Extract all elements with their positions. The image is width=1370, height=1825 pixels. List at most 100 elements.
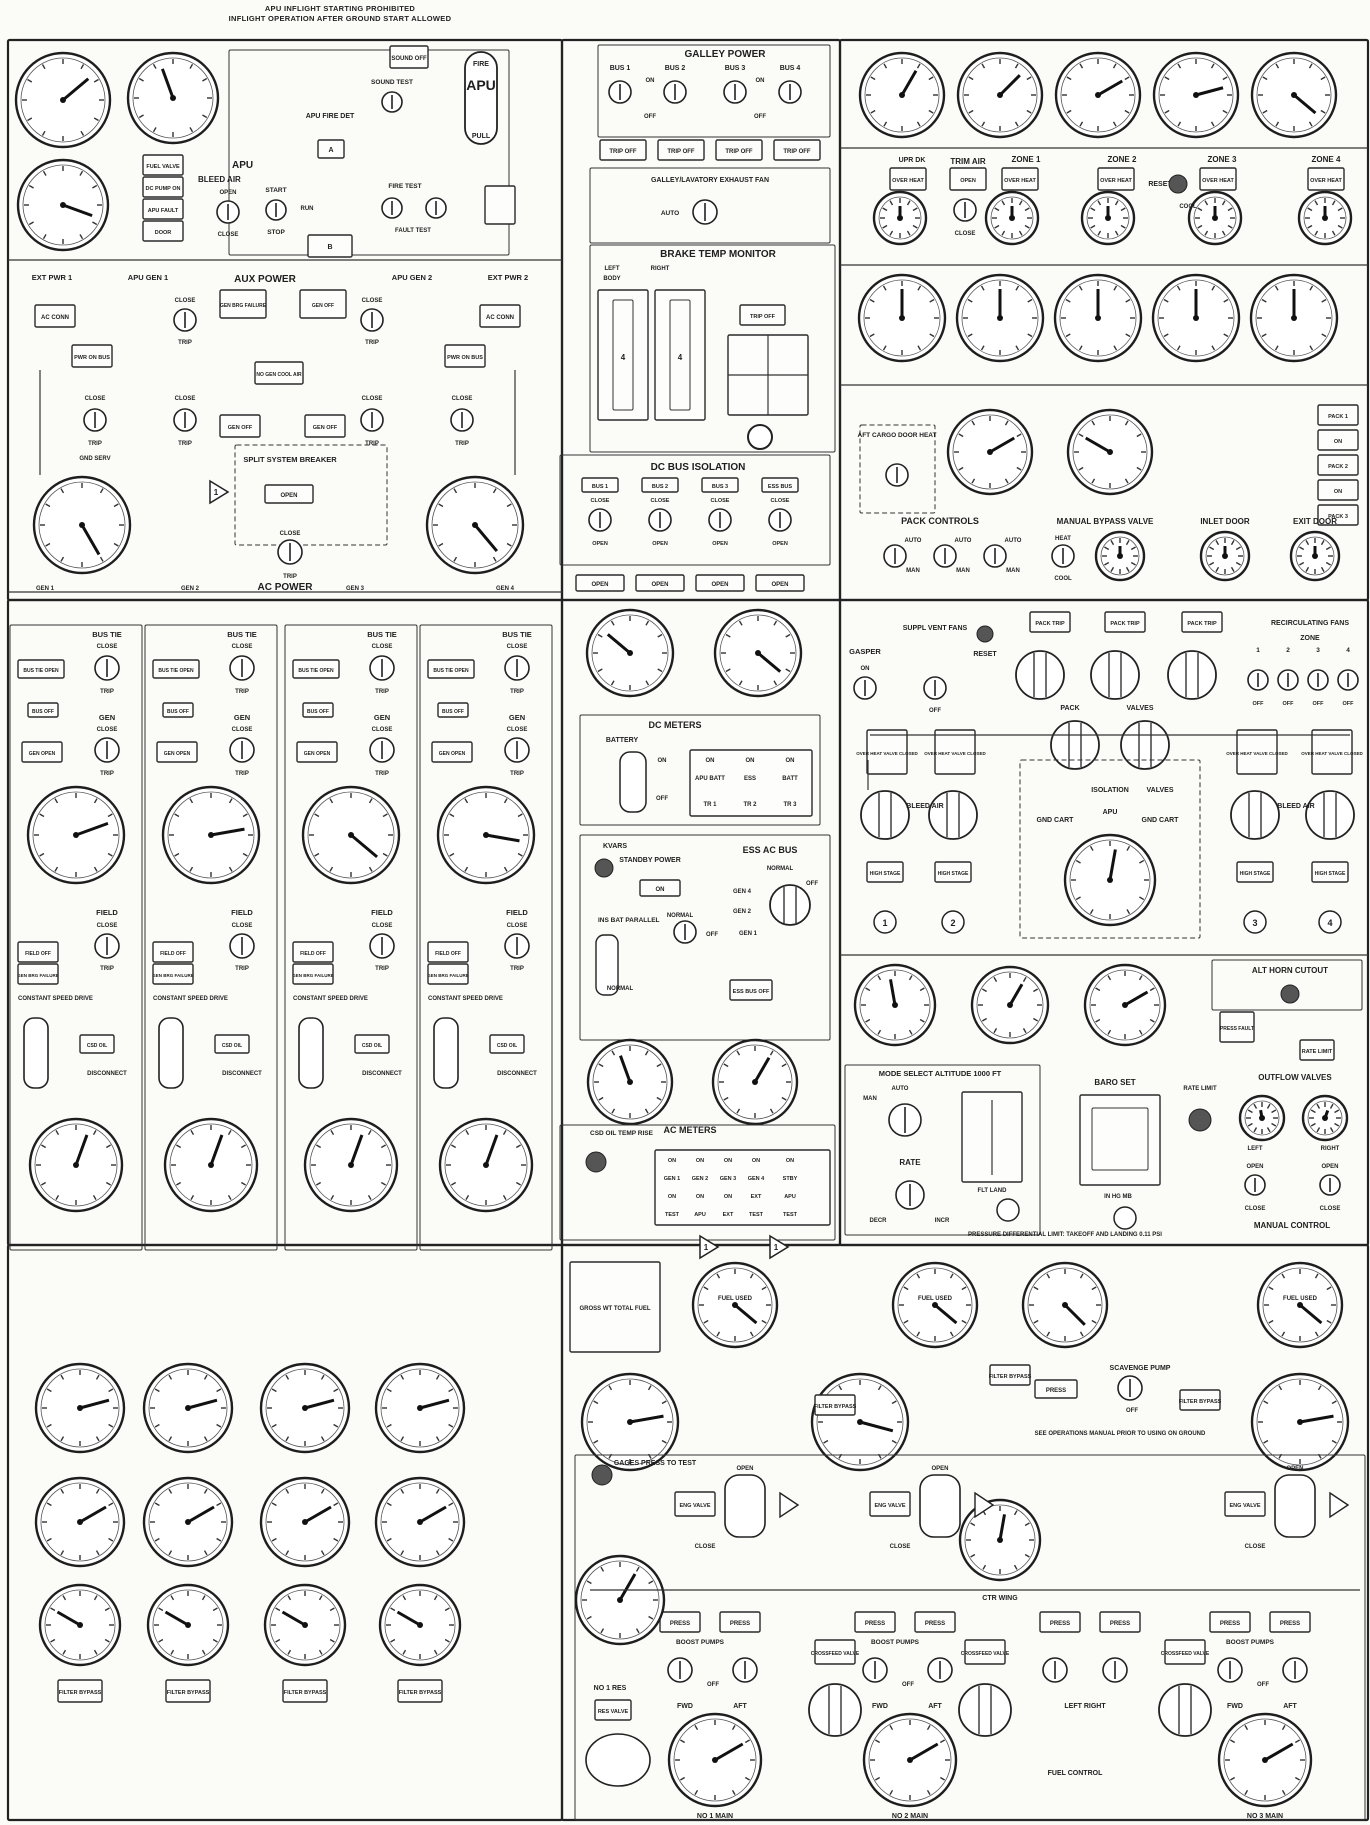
galley-trip-off-light-4[interactable] [773, 139, 821, 161]
apu-gen-2-open-light[interactable] [304, 414, 346, 438]
engine-3-bleed-valve[interactable] [1230, 790, 1280, 840]
engine-1-bleed-valve[interactable] [860, 790, 910, 840]
gen-4-gen-open-light[interactable] [431, 741, 473, 763]
trim-air-open-light[interactable] [949, 167, 987, 191]
gen-1-bus-tie-open-light[interactable] [17, 659, 65, 679]
scavenge-press-light[interactable] [1034, 1379, 1078, 1399]
eng-3-boost-press-aft[interactable] [1269, 1611, 1311, 1633]
crossfeed-1-valve-switch[interactable] [808, 1683, 862, 1737]
engine-4-bleed-overheat-light[interactable] [1311, 729, 1353, 775]
fuel-valve-light[interactable] [142, 154, 184, 176]
zone-reset-button[interactable] [1168, 174, 1188, 194]
ess-bus-off-light[interactable] [729, 979, 773, 1001]
pack-valve-2[interactable] [1090, 650, 1140, 700]
engine-2-bleed-valve[interactable] [928, 790, 978, 840]
gen-4-csd-disconnect-guard[interactable] [433, 1017, 459, 1089]
eng-2-filter-bypass-light[interactable] [165, 1679, 211, 1703]
eng-3-eng-valve-light[interactable] [1224, 1491, 1266, 1517]
standby-power-on-light[interactable] [639, 879, 681, 897]
galley-trip-off-light-3[interactable] [715, 139, 763, 161]
pack-status-light-0[interactable] [1317, 404, 1359, 426]
gen-2-csd-oil-light[interactable] [214, 1034, 250, 1054]
eng-1-boost-press-aft[interactable] [719, 1611, 761, 1633]
flt-land-knob[interactable] [996, 1198, 1020, 1222]
split-breaker-open-light[interactable] [264, 484, 314, 504]
press-fault-light[interactable] [1219, 1011, 1255, 1043]
gen-3-bus-off-light[interactable] [302, 702, 334, 718]
fuel-filter-bypass-1[interactable] [814, 1394, 856, 1416]
eng-2-boost-press-aft[interactable] [914, 1611, 956, 1633]
pack-status-light-2[interactable] [1317, 454, 1359, 476]
apu-gen-1-brg-failure-light[interactable] [219, 289, 267, 319]
eng-4-filter-bypass-light[interactable] [397, 1679, 443, 1703]
crossfeed-1-valve-light[interactable] [814, 1639, 856, 1665]
gen-1-bus-off-light[interactable] [27, 702, 59, 718]
res-valve-switch[interactable] [585, 1733, 651, 1787]
baro-set-knob[interactable] [1113, 1206, 1137, 1230]
zone-overheat-light-1[interactable] [1001, 167, 1039, 191]
engine-2-high-stage-light[interactable] [934, 861, 972, 883]
pack-trip-light-2[interactable] [1104, 611, 1146, 633]
no-gen-cool-air-light[interactable] [254, 361, 304, 385]
apu-gen-2-field-off-light[interactable] [299, 289, 347, 319]
pack-status-light-1[interactable] [1317, 429, 1359, 451]
res-valve-light[interactable] [594, 1699, 632, 1721]
apu-fire-handle[interactable] [464, 51, 498, 145]
gen-3-bus-tie-open-light[interactable] [292, 659, 340, 679]
ext-2-pwr-on-bus-light[interactable] [444, 344, 486, 368]
zone-overheat-light-4[interactable] [1307, 167, 1345, 191]
dc-bus2-tab[interactable] [641, 477, 679, 493]
eng-1-boost-press-fwd[interactable] [659, 1611, 701, 1633]
dc-bus2-open-light[interactable] [635, 574, 685, 592]
isolation-valve-2[interactable] [1120, 720, 1170, 770]
zone-overheat-light-0[interactable] [889, 167, 927, 191]
brake-overheat-light[interactable] [739, 304, 786, 326]
gen-4-field-off-light[interactable] [427, 941, 469, 963]
pack-valve-3[interactable] [1167, 650, 1217, 700]
fire-det-a-light[interactable] [317, 139, 345, 159]
sound-off-light[interactable] [389, 45, 429, 69]
gen-4-brg-failure-light[interactable] [427, 963, 469, 985]
ins-bat-parallel-guard[interactable] [595, 934, 619, 996]
gen-3-gen-open-light[interactable] [296, 741, 338, 763]
dc-bus1-open-light[interactable] [575, 574, 625, 592]
pack-status-light-4[interactable] [1317, 504, 1359, 526]
crossfeed-3-valve-switch[interactable] [1158, 1683, 1212, 1737]
ext-1-pwr-on-bus-light[interactable] [71, 344, 113, 368]
eng-2-boost-press-fwd[interactable] [854, 1611, 896, 1633]
gen-1-field-off-light[interactable] [17, 941, 59, 963]
eng-1-eng-valve-guard[interactable] [724, 1474, 766, 1538]
gen-1-gen-open-light[interactable] [21, 741, 63, 763]
engine-2-bleed-overheat-light[interactable] [934, 729, 976, 775]
battery-switch-guard[interactable] [619, 751, 647, 813]
ext-pwr-1-ac-conn-light[interactable] [34, 304, 76, 328]
ac-meter-selector-grid[interactable] [654, 1149, 831, 1226]
gen-1-csd-disconnect-guard[interactable] [23, 1017, 49, 1089]
rate-limit-light[interactable] [1299, 1039, 1335, 1061]
crossfeed-2-valve-switch[interactable] [958, 1683, 1012, 1737]
dc-ess_bus-open-light[interactable] [755, 574, 805, 592]
dc-bus1-tab[interactable] [581, 477, 619, 493]
eng-2-eng-valve-guard[interactable] [919, 1474, 961, 1538]
gen-2-bus-tie-open-light[interactable] [152, 659, 200, 679]
gen-2-gen-open-light[interactable] [156, 741, 198, 763]
gen-4-csd-oil-light[interactable] [489, 1034, 525, 1054]
eng-1-filter-bypass-light[interactable] [57, 1679, 103, 1703]
apu-fault-light[interactable] [142, 198, 184, 220]
dc-bus3-open-light[interactable] [695, 574, 745, 592]
fuel-filter-bypass-3[interactable] [1179, 1389, 1221, 1411]
zone-overheat-light-2[interactable] [1097, 167, 1135, 191]
gen-3-brg-failure-light[interactable] [292, 963, 334, 985]
gen-2-field-off-light[interactable] [152, 941, 194, 963]
dc-ess_bus-tab[interactable] [761, 477, 799, 493]
fire-det-b-light[interactable] [307, 234, 353, 258]
rate-limit-test-button[interactable] [1188, 1108, 1212, 1132]
engine-4-high-stage-light[interactable] [1311, 861, 1349, 883]
pack-valve-1[interactable] [1015, 650, 1065, 700]
gages-test-button[interactable] [591, 1464, 613, 1486]
crossfeed-3-valve-light[interactable] [1164, 1639, 1206, 1665]
engine-4-bleed-valve[interactable] [1305, 790, 1355, 840]
engine-3-high-stage-light[interactable] [1236, 861, 1274, 883]
eng-3-filter-bypass-light[interactable] [282, 1679, 328, 1703]
gen-4-bus-off-light[interactable] [437, 702, 469, 718]
